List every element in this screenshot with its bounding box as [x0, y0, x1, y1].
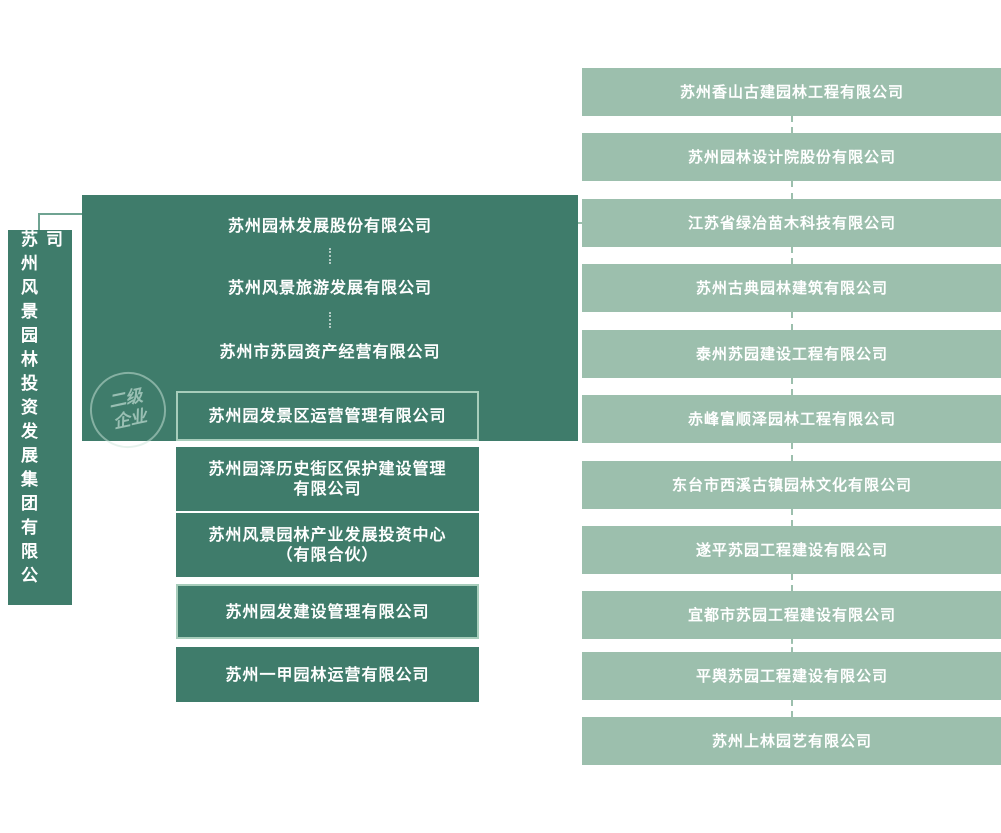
connector-right-dashed	[791, 312, 793, 330]
connector-right-dashed	[791, 639, 793, 652]
right-node: 东台市西溪古镇园林文化有限公司	[582, 461, 1001, 509]
right-node: 平舆苏园工程建设有限公司	[582, 652, 1001, 700]
right-node: 苏州香山古建园林工程有限公司	[582, 68, 1001, 116]
middle-node: 苏州一甲园林运营有限公司	[176, 647, 479, 702]
middle-node: 苏州风景园林产业发展投资中心 （有限合伙）	[176, 513, 479, 577]
connector-root-horizontal	[38, 213, 84, 215]
middle-node: 苏州园林发展股份有限公司	[227, 216, 432, 235]
connector-right-dashed	[791, 443, 793, 461]
right-node: 赤峰富顺泽园林工程有限公司	[582, 395, 1001, 443]
right-node: 遂平苏园工程建设有限公司	[582, 526, 1001, 574]
connector-right-dashed	[791, 700, 793, 717]
root-company-label: 苏州风景园林投资发展集团有限公司	[17, 230, 62, 590]
middle-node: 苏州风景旅游发展有限公司	[227, 278, 432, 297]
right-node: 苏州园林设计院股份有限公司	[582, 133, 1001, 181]
right-node: 苏州古典园林建筑有限公司	[582, 264, 1001, 312]
connector-panel-to-right	[578, 222, 584, 224]
middle-node-outlined: 苏州园发景区运营管理有限公司	[176, 391, 479, 441]
connector-root-vertical	[38, 213, 40, 232]
right-node: 苏州上林园艺有限公司	[582, 717, 1001, 765]
middle-node: 苏州园泽历史街区保护建设管理 有限公司	[176, 447, 479, 511]
connector-right-dashed	[791, 509, 793, 526]
right-node: 泰州苏园建设工程有限公司	[582, 330, 1001, 378]
connector-right-dashed	[791, 574, 793, 591]
connector-right-dashed	[791, 378, 793, 395]
connector-right-dashed	[791, 181, 793, 199]
right-node: 江苏省绿冶苗木科技有限公司	[582, 199, 1001, 247]
connector-right-dashed	[791, 116, 793, 133]
connector-right-dashed	[791, 247, 793, 264]
right-node: 宜都市苏园工程建设有限公司	[582, 591, 1001, 639]
connector-middle-dotted	[329, 248, 331, 264]
middle-node-outlined: 苏州园发建设管理有限公司	[176, 584, 479, 639]
connector-middle-dotted	[329, 312, 331, 328]
root-company-box: 苏州风景园林投资发展集团有限公司	[8, 230, 72, 605]
middle-node: 苏州市苏园资产经营有限公司	[219, 342, 441, 361]
